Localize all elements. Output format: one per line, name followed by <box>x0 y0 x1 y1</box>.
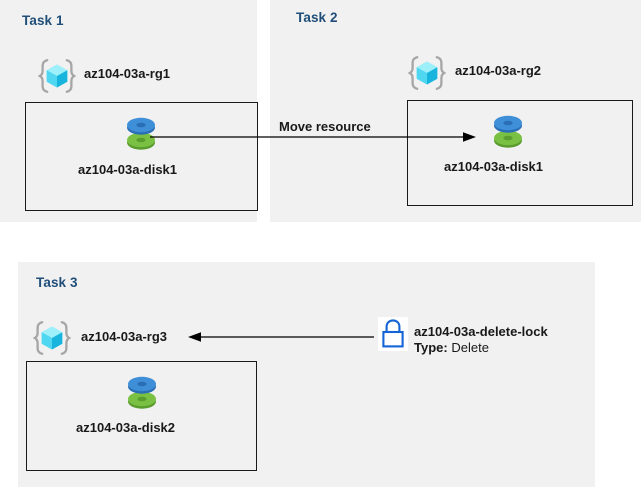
azure-disk-icon <box>121 112 161 154</box>
lock-name-label: az104-03a-delete-lock <box>414 324 548 339</box>
disk-label-task3: az104-03a-disk2 <box>76 420 176 435</box>
azure-disk-icon <box>122 371 162 413</box>
azure-resource-group-icon <box>408 55 446 91</box>
azure-resource-group-icon <box>38 58 76 94</box>
disk-label-task2: az104-03a-disk1 <box>444 159 544 174</box>
lock-icon <box>378 317 408 351</box>
lock-type-value: Delete <box>451 340 489 355</box>
resource-group-label-rg2: az104-03a-rg2 <box>455 63 541 78</box>
task-2-heading: Task 2 <box>296 10 338 25</box>
azure-disk-icon <box>488 110 528 152</box>
resource-group-label-rg3: az104-03a-rg3 <box>81 329 167 344</box>
move-resource-label: Move resource <box>279 119 371 134</box>
resource-group-label-rg1: az104-03a-rg1 <box>84 66 170 81</box>
azure-resource-group-icon <box>33 320 71 356</box>
arrow-right-icon <box>150 130 476 144</box>
lock-type-key: Type: <box>414 340 448 355</box>
task-3-heading: Task 3 <box>36 275 78 290</box>
task-1-heading: Task 1 <box>22 13 64 28</box>
task-2-resource-box <box>407 100 633 206</box>
lock-type-line: Type: Delete <box>414 340 548 356</box>
disk-label-task1: az104-03a-disk1 <box>78 162 178 177</box>
lock-label-block: az104-03a-delete-lock Type: Delete <box>414 324 548 356</box>
arrow-left-icon <box>188 330 374 344</box>
